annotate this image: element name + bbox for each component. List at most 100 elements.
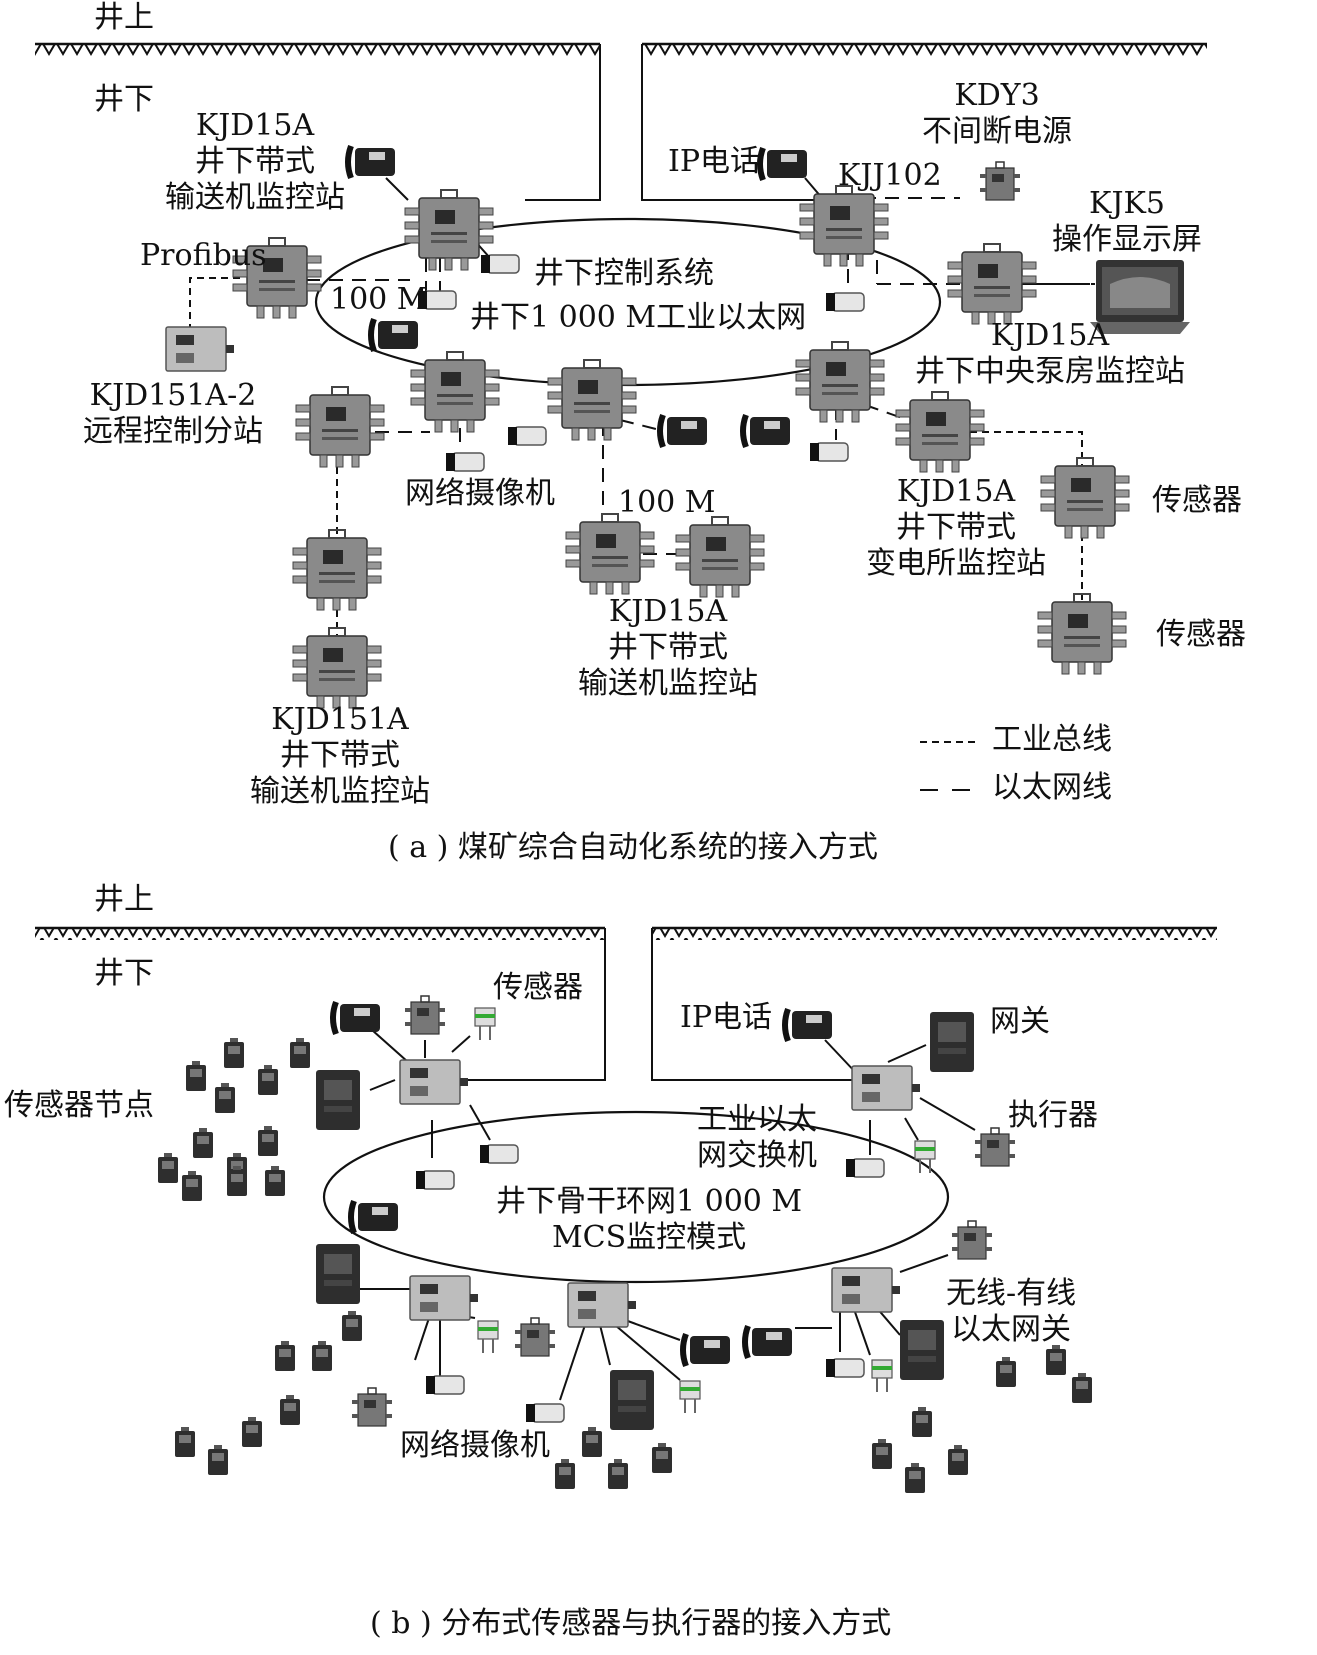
- gateway-b3: [316, 1244, 360, 1304]
- pump-house-line2: 井下中央泵房监控站: [915, 354, 1185, 389]
- conveyor-bottom-line1: KJD15A: [608, 594, 728, 629]
- sensor-label-a1: 传感器: [1152, 483, 1242, 518]
- network-camera-a4: [445, 452, 485, 472]
- pump-house-label: KJD15A 井下中央泵房监控站: [915, 318, 1185, 390]
- network-camera-label-b: 网络摄像机: [400, 1428, 550, 1463]
- remote-substation-line2: 远程控制分站: [83, 414, 263, 449]
- wireless-gateway-line1: 无线-有线: [946, 1276, 1077, 1311]
- network-camera-b2: [479, 1144, 519, 1164]
- profibus-label: Profibus: [140, 238, 267, 273]
- network-camera-b1: [415, 1170, 455, 1190]
- panel-b: [35, 926, 1217, 1493]
- sensor-station-1: [1040, 457, 1130, 539]
- pump-house-line1: KJD15A: [990, 318, 1110, 353]
- switch-line2: 网交换机: [697, 1138, 817, 1173]
- small-device-b2: [351, 1387, 393, 1427]
- ground-surface-b: [35, 926, 1217, 940]
- panel-a: [35, 42, 1207, 791]
- network-camera-label-a: 网络摄像机: [405, 476, 555, 511]
- wireless-gateway-label: 无线-有线 以太网关: [946, 1276, 1076, 1348]
- ip-phone-a1: [348, 146, 395, 178]
- ip-phone-label-b: IP电话: [680, 1000, 773, 1035]
- kdy3-label: KDY3 不间断电源: [922, 78, 1072, 150]
- switch-b3: [409, 1275, 479, 1321]
- ip-phone-a2: [371, 319, 418, 351]
- switch-b4: [567, 1282, 637, 1328]
- ip-phone-a5: [743, 415, 790, 447]
- gateway-b2: [930, 1012, 974, 1072]
- kdy3-ups: [979, 161, 1021, 201]
- ip-phone-b3: [785, 1009, 832, 1041]
- conveyor-top-line2: 井下带式: [195, 144, 315, 179]
- gateway-label: 网关: [990, 1004, 1050, 1039]
- shaft-a: [525, 44, 818, 201]
- ip-phone-b4: [683, 1334, 730, 1366]
- sensor-b2: [914, 1140, 936, 1174]
- gateway-b1: [316, 1070, 360, 1130]
- network-camera-a5: [507, 426, 547, 446]
- conveyor-station-left-2: [292, 627, 382, 709]
- actuator-label: 执行器: [1008, 1098, 1098, 1133]
- network-camera-a3: [825, 292, 865, 312]
- sensor-label-b: 传感器: [493, 970, 583, 1005]
- kjk5-line1: KJK5: [1089, 186, 1165, 221]
- ip-phone-b1: [333, 1002, 380, 1034]
- switch-line1: 工业以太: [697, 1102, 817, 1137]
- small-device-b1: [404, 995, 446, 1035]
- network-camera-b3: [845, 1158, 885, 1178]
- sensor-b5: [871, 1359, 893, 1393]
- ring-label-b: 井下骨干环网1 000 M MCS监控模式: [496, 1184, 802, 1256]
- conveyor-station-left-1: [292, 529, 382, 611]
- underground-label-a: 井下: [94, 82, 154, 117]
- shaft-b: [465, 928, 855, 1081]
- underground-label-b: 井下: [94, 956, 154, 991]
- legend-ethernet-label: 以太网线: [992, 770, 1112, 805]
- network-camera-a6: [809, 442, 849, 462]
- link-speed-label-1: 100 M: [330, 282, 428, 317]
- kdy3-line1: KDY3: [954, 78, 1040, 113]
- kdy3-line2: 不间断电源: [922, 114, 1072, 149]
- conveyor-top-label: KJD15A 井下带式 输送机监控站: [165, 108, 345, 216]
- ip-phone-a4: [660, 415, 707, 447]
- remote-control-substation: [165, 326, 235, 372]
- ring-subtitle-a: 井下1 000 M工业以太网: [470, 300, 807, 335]
- switch-b5: [831, 1267, 901, 1313]
- remote-substation-label: KJD151A-2 远程控制分站: [83, 378, 263, 450]
- small-device-b3: [514, 1317, 556, 1357]
- conveyor-top-line3: 输送机监控站: [165, 180, 345, 215]
- kjj102-label: KJJ102: [838, 158, 942, 193]
- substation-line1: KJD15A: [896, 474, 1016, 509]
- remote-station-left: [295, 386, 385, 468]
- gateway-b4: [610, 1370, 654, 1430]
- ring-title-a: 井下控制系统: [534, 256, 714, 291]
- conveyor-bottom-line3: 输送机监控站: [578, 666, 758, 701]
- ip-phone-b5: [745, 1326, 792, 1358]
- ip-phone-label-a: IP电话: [668, 144, 761, 179]
- conveyor-station-bottom-1: [565, 513, 655, 595]
- legend-fieldbus-label: 工业总线: [992, 722, 1112, 757]
- conveyor-left-line3: 输送机监控站: [250, 774, 430, 809]
- substation-line2: 井下带式: [896, 510, 1016, 545]
- conveyor-left-label: KJD151A 井下带式 输送机监控站: [250, 702, 430, 810]
- surface-label-b: 井上: [94, 882, 154, 917]
- conveyor-bottom-line2: 井下带式: [608, 630, 728, 665]
- network-camera-b6: [825, 1358, 865, 1378]
- surface-label-a: 井上: [94, 0, 154, 35]
- sensor-nodes-label: 传感器节点: [4, 1088, 154, 1123]
- substation-line3: 变电所监控站: [866, 546, 1046, 581]
- conveyor-top-line1: KJD15A: [195, 108, 315, 143]
- ring-station-a2: [547, 359, 637, 441]
- network-camera-b5: [525, 1403, 565, 1423]
- caption-a: ( a ) 煤矿综合自动化系统的接入方式: [388, 830, 878, 865]
- sensor-b4: [679, 1380, 701, 1414]
- ip-phone-a3: [760, 148, 807, 180]
- ring-network-b: [322, 1110, 950, 1284]
- conveyor-left-line1: KJD151A: [271, 702, 409, 737]
- link-speed-label-2: 100 M: [618, 485, 716, 520]
- conveyor-left-line2: 井下带式: [280, 738, 400, 773]
- ethernet-switch-b2: [851, 1065, 921, 1111]
- conveyor-station-bottom-2: [675, 516, 765, 598]
- sensor-label-a2: 传感器: [1156, 617, 1246, 652]
- network-camera-a1: [480, 254, 520, 274]
